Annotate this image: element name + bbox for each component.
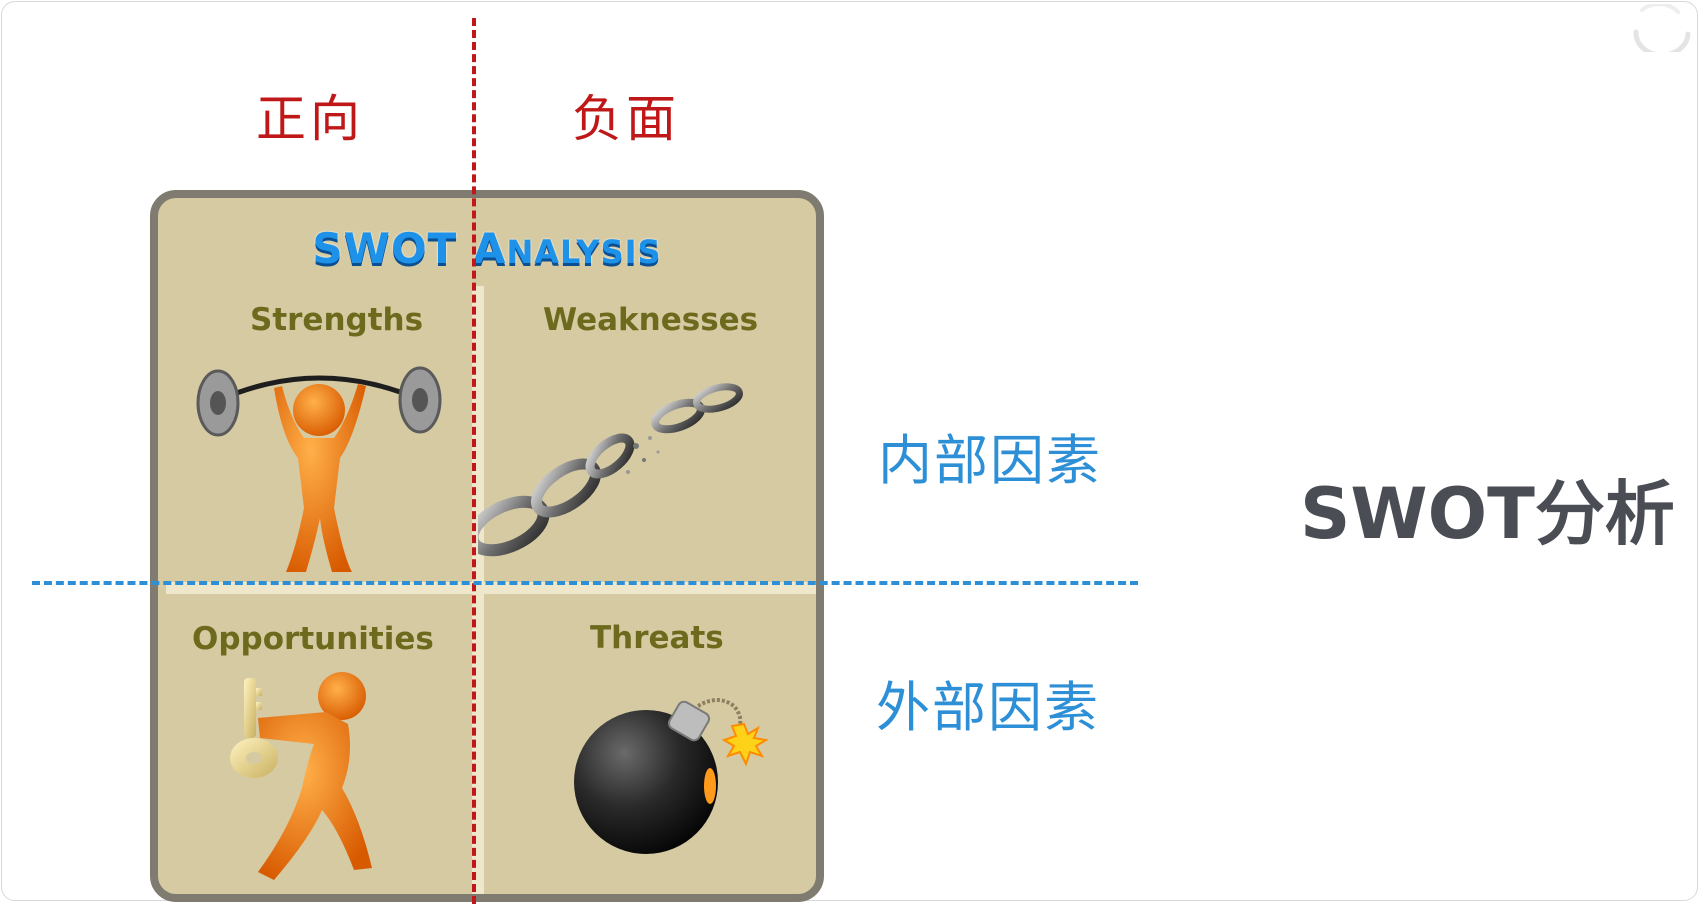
external-factors-label: 外部因素 (876, 676, 1100, 739)
page-title: SWOT分析 (1300, 473, 1675, 555)
swot-analysis-panel: SWOT ANALYSIS Strengths Weaknesses Oppor… (150, 190, 824, 902)
panel-title-swot: SWOT (312, 224, 473, 273)
negative-label: 负面 (572, 90, 680, 148)
positive-negative-divider (472, 18, 476, 904)
person-with-key-icon (230, 672, 372, 880)
positive-label: 正向 (256, 90, 364, 148)
panel-title-initial: A (472, 224, 507, 273)
weaknesses-label: Weaknesses (543, 302, 759, 338)
opportunities-label: Opportunities (192, 621, 434, 657)
bomb-icon (574, 698, 769, 854)
internal-factors-label: 内部因素 (878, 429, 1102, 492)
quadrant-divider-horizontal (166, 582, 816, 594)
refresh-arc-icon (1633, 4, 1691, 52)
swot-panel-title: SWOT ANALYSIS (158, 224, 816, 273)
panel-title-rest: NALYSIS (506, 233, 662, 271)
broken-chain-icon (478, 383, 743, 557)
threats-label: Threats (590, 620, 724, 656)
weightlifter-icon (196, 366, 442, 572)
strengths-label: Strengths (250, 302, 424, 338)
internal-external-divider (32, 581, 1138, 585)
